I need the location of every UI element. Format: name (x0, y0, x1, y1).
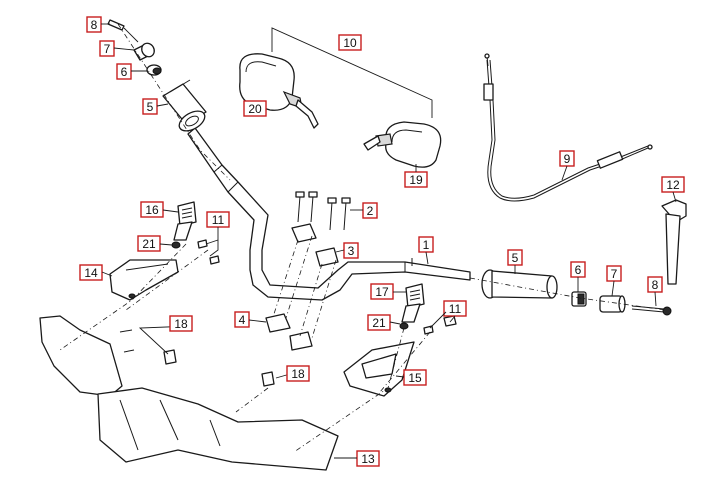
callout-19: 19 (404, 164, 428, 188)
handlebar (187, 127, 471, 301)
callout-7-left: 7 (99, 40, 135, 57)
callout-6-right: 6 (570, 261, 586, 292)
callout-5-left: 5 (142, 98, 169, 115)
callout-16: 16 (140, 201, 179, 218)
svg-text:21: 21 (142, 237, 156, 251)
right-grip (481, 269, 558, 299)
callout-15: 15 (395, 369, 427, 386)
svg-text:11: 11 (212, 213, 225, 227)
clip-fasteners (119, 329, 275, 387)
svg-text:10: 10 (343, 36, 357, 50)
svg-text:21: 21 (372, 316, 386, 330)
svg-text:15: 15 (408, 371, 422, 385)
svg-text:8: 8 (91, 18, 98, 32)
svg-text:4: 4 (239, 313, 246, 327)
callout-13: 13 (334, 450, 380, 467)
svg-text:14: 14 (84, 266, 98, 280)
callout-17: 17 (370, 283, 406, 300)
callout-18-upper: 18 (169, 315, 193, 332)
clamp-bolts (295, 191, 351, 231)
callout-9: 9 (559, 150, 575, 181)
svg-text:13: 13 (361, 452, 375, 466)
upper-clamp (291, 223, 339, 267)
callout-21-left: 21 (137, 235, 173, 252)
callout-1: 1 (418, 236, 434, 265)
svg-text:19: 19 (409, 173, 423, 187)
svg-text:18: 18 (291, 367, 305, 381)
svg-text:9: 9 (564, 152, 571, 166)
svg-text:7: 7 (611, 267, 618, 281)
svg-text:5: 5 (147, 100, 154, 114)
callout-11-right: 11 (429, 300, 467, 329)
left-grip (162, 79, 207, 132)
callout-8-right: 8 (647, 276, 663, 307)
right-screws (423, 315, 457, 335)
svg-text:12: 12 (666, 178, 680, 192)
left-switch (171, 201, 197, 249)
svg-text:5: 5 (512, 251, 519, 265)
callout-2: 2 (350, 202, 378, 219)
callout-3: 3 (335, 242, 359, 259)
callout-18-lower: 18 (286, 365, 310, 382)
callout-5-right: 5 (507, 249, 523, 274)
callout-4: 4 (234, 311, 267, 328)
callout-7-right: 7 (606, 265, 622, 297)
svg-text:18: 18 (174, 317, 188, 331)
left-bar-end-weight (133, 42, 155, 61)
right-mirror (363, 121, 442, 168)
svg-text:20: 20 (248, 102, 262, 116)
left-switch-mount (109, 259, 179, 301)
callout-6-left: 6 (116, 63, 148, 80)
right-switch-mount (343, 341, 415, 397)
svg-text:8: 8 (652, 278, 659, 292)
callout-11-left: 11 (205, 211, 230, 257)
right-bar-end-screw (631, 305, 672, 316)
left-mirror (239, 53, 319, 129)
tie-strap (661, 199, 687, 285)
right-washer (571, 291, 587, 307)
svg-text:11: 11 (449, 302, 462, 316)
lower-clamp (265, 313, 313, 351)
svg-text:17: 17 (375, 285, 389, 299)
left-washer (146, 64, 162, 76)
svg-text:16: 16 (145, 203, 159, 217)
svg-text:1: 1 (423, 238, 430, 252)
handlebar-cover (39, 315, 339, 471)
throttle-cable (483, 53, 653, 202)
callout-20: 20 (243, 100, 267, 117)
svg-text:3: 3 (348, 244, 355, 258)
svg-text:2: 2 (367, 204, 374, 218)
callout-8-left: 8 (86, 16, 110, 33)
svg-text:6: 6 (121, 65, 128, 79)
callout-10: 10 (338, 34, 362, 51)
svg-text:7: 7 (104, 42, 111, 56)
callout-14: 14 (79, 264, 113, 281)
right-switch (399, 283, 425, 330)
callout-21-right: 21 (367, 314, 401, 331)
svg-text:6: 6 (575, 263, 582, 277)
callout-12: 12 (661, 176, 685, 203)
left-screws (197, 239, 220, 265)
right-bar-end-weight (599, 295, 626, 313)
